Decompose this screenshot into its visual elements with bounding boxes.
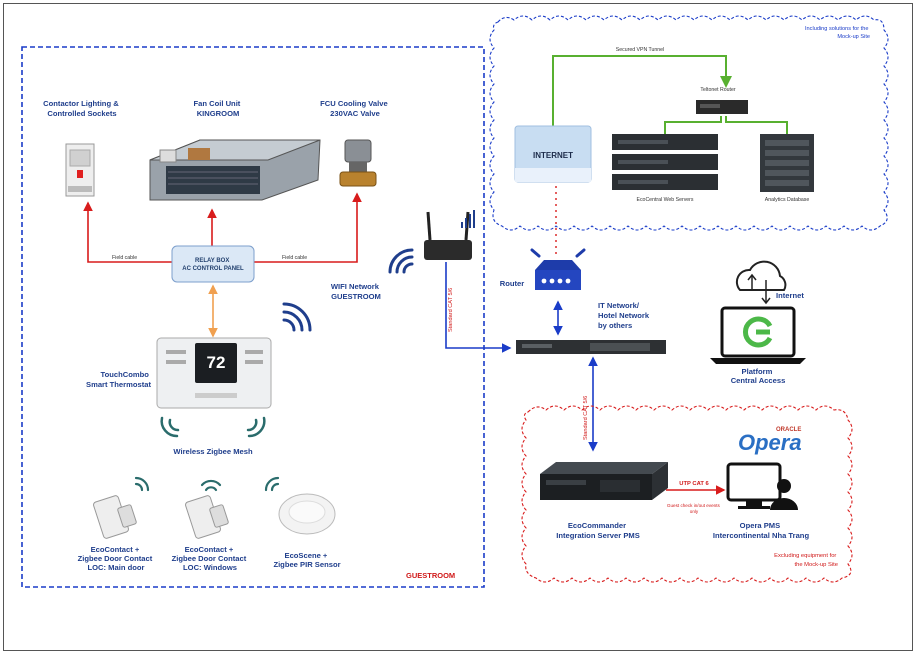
- pir-sensor-label: EcoScene + Zigbee PIR Sensor: [273, 551, 340, 569]
- it-network-label: IT Network/ Hotel Network by others: [598, 301, 651, 330]
- internet-label: INTERNET: [533, 151, 573, 160]
- door-contact-windows-label: EcoContact + Zigbee Door Contact LOC: Wi…: [172, 545, 249, 572]
- contactor-icon: [65, 143, 95, 197]
- wifi-icon-access-point: [388, 248, 414, 274]
- field-cables: [83, 192, 362, 263]
- contactor-label: Contactor Lighting & Controlled Sockets: [43, 99, 121, 118]
- web-servers-icon: [612, 134, 718, 190]
- green-links: [552, 55, 788, 134]
- platform-label: Platform Central Access: [731, 367, 786, 385]
- zigbee-mesh-icon: [160, 416, 266, 438]
- relay-box: [171, 245, 255, 283]
- pir-sensor-icon: [278, 493, 336, 535]
- guestroom-zone-label: GUESTROOM: [406, 571, 455, 580]
- field-cable-right-label: Field cable: [282, 255, 307, 261]
- excluding-note: Excluding equipment for the Mock-up Site: [774, 553, 838, 568]
- access-point-icon: [424, 210, 475, 260]
- thermostat-device: [156, 337, 272, 409]
- integration-server-label: EcoCommander Integration Server PMS: [556, 521, 640, 540]
- cable-to-server-label: Standard CAT 5/6: [583, 396, 589, 440]
- door-contact-windows-icon: [185, 495, 229, 539]
- cooling-valve-icon: [339, 139, 377, 187]
- fan-coil-unit-icon: [149, 139, 321, 201]
- web-servers-label: EcoCentral Web Servers: [637, 197, 694, 203]
- router-icon: [530, 248, 586, 290]
- diagram-frame: [3, 3, 913, 651]
- platform-internet-label: Internet: [776, 291, 804, 300]
- router-label: Router: [500, 279, 525, 288]
- utp-label: UTP CAT 6: [679, 481, 709, 487]
- laptop-icon: [710, 306, 806, 364]
- door-contact-main-label: EcoContact + Zigbee Door Contact LOC: Ma…: [78, 545, 155, 572]
- zigbee-mesh-label: Wireless Zigbee Mesh: [173, 447, 253, 456]
- cloud-note: Including solutions for the Mock-up Site: [805, 26, 870, 40]
- door-contact-main-icon: [93, 495, 137, 539]
- analytics-database-label: Analytics Database: [765, 197, 810, 203]
- pms-zone: [521, 405, 853, 583]
- guestroom-zone: [21, 46, 485, 588]
- thermostat-label: TouchCombo Smart Thermostat: [86, 370, 151, 389]
- oracle-brand: ORACLE: [776, 427, 801, 433]
- vpn-tunnel-label: Secured VPN Tunnel: [616, 47, 664, 53]
- zigbee-signal-icons: [134, 476, 280, 492]
- network-switch-icon: [516, 340, 666, 354]
- cloud-zone: [489, 15, 889, 231]
- cable-to-ap-label: Standard CAT 5/6: [448, 288, 454, 332]
- wifi-network-label: WIFI Network GUESTROOM: [331, 282, 381, 301]
- opera-workstation-icon: [726, 462, 798, 510]
- opera-brand: Opera: [738, 430, 802, 455]
- fcu-label: Fan Coil Unit KINGROOM: [194, 99, 243, 118]
- utp-note: Guest check in/out events only: [667, 503, 721, 514]
- relay-box-label: RELAY BOX AC CONTROL PANEL: [182, 258, 244, 272]
- integration-server-icon: [540, 462, 668, 500]
- field-cable-left-label: Field cable: [112, 255, 137, 261]
- teltonet-router-icon: [696, 100, 748, 114]
- teltonet-label: Teltonet Router: [700, 87, 735, 93]
- wifi-icon-thermostat: [282, 302, 312, 332]
- ap-switch-link: [445, 262, 512, 353]
- cloud-icon: [735, 260, 787, 305]
- internet-block: [514, 125, 592, 183]
- valve-label: FCU Cooling Valve 230VAC Valve: [320, 99, 390, 118]
- opera-pms-label: Opera PMS Intercontinental Nha Trang: [713, 521, 810, 540]
- analytics-database-icon: [760, 134, 814, 192]
- thermostat-display: 72: [207, 353, 226, 372]
